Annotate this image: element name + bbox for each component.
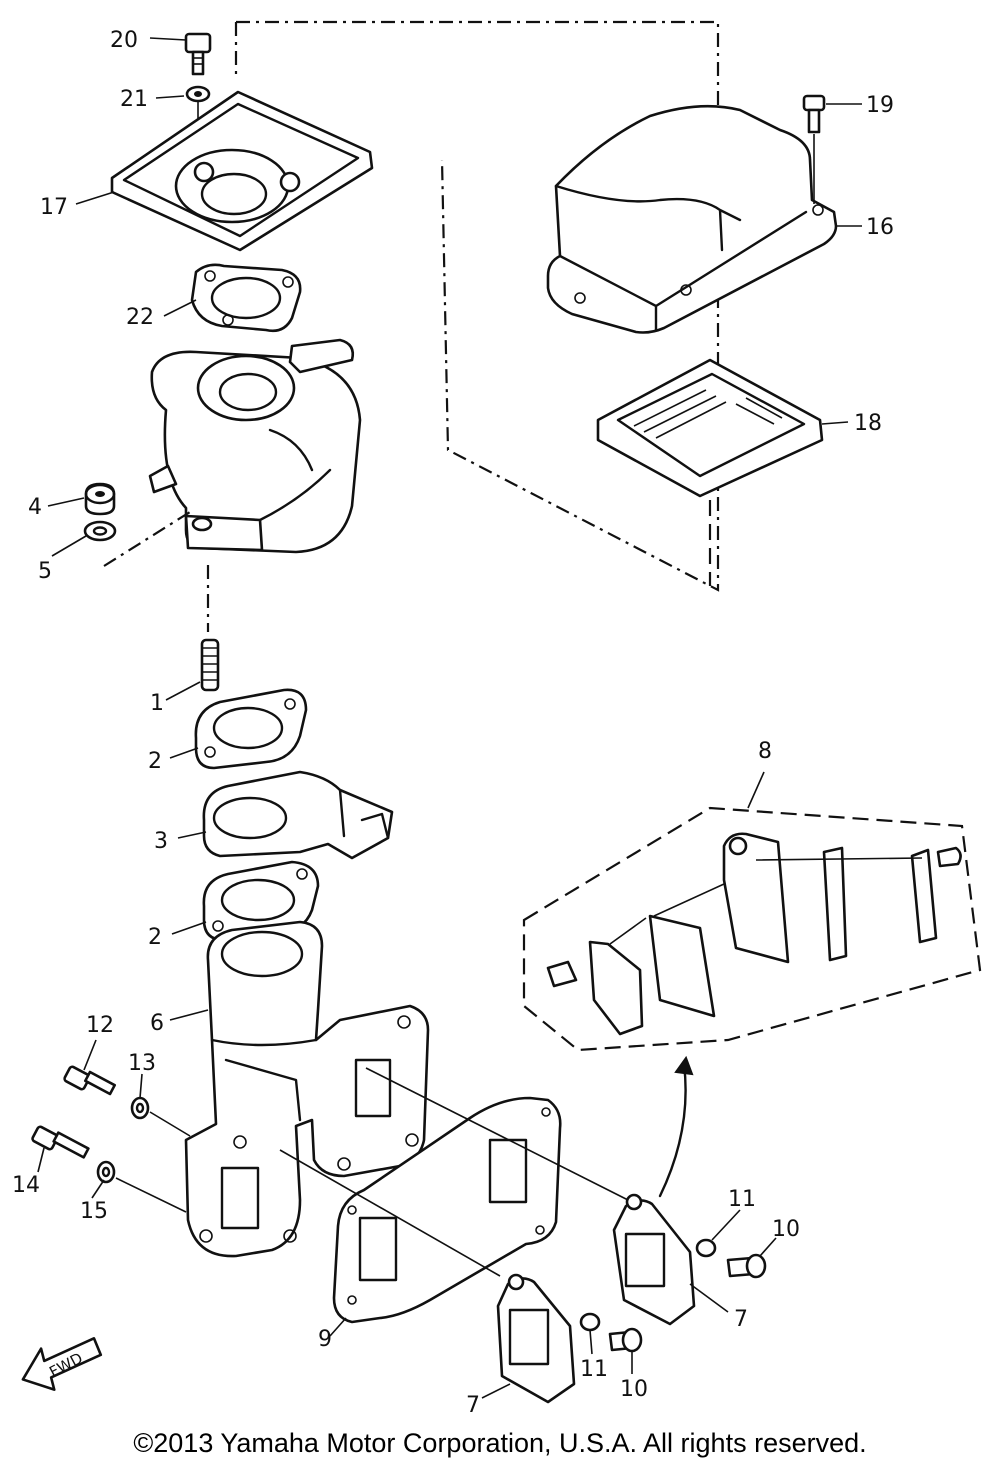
callout-20: 20 (110, 28, 138, 53)
callout-7-right: 7 (734, 1307, 748, 1332)
callout-11-right: 11 (728, 1187, 756, 1212)
part-12-bolt (63, 1065, 117, 1096)
callout-9: 9 (318, 1327, 332, 1352)
callout-12: 12 (86, 1013, 114, 1038)
callout-14: 14 (12, 1173, 40, 1198)
callout-22: 22 (126, 305, 154, 330)
part-5-washer (83, 520, 117, 542)
callout-10-left: 10 (620, 1377, 648, 1402)
callout-2-lower: 2 (148, 925, 162, 950)
exploded-parts-diagram: FWD 20 21 17 22 19 16 18 4 5 1 2 3 2 6 8… (12, 20, 982, 1418)
part-8-kit-outline (522, 806, 982, 1052)
part-17-base-plate (110, 90, 374, 252)
part-16-silencer-cover (546, 104, 838, 334)
fwd-arrow: FWD (21, 1337, 103, 1391)
callout-17: 17 (40, 195, 68, 220)
callout-10-right: 10 (772, 1217, 800, 1242)
callout-21: 21 (120, 87, 148, 112)
part-10-screw-left (608, 1327, 643, 1353)
callout-3: 3 (154, 829, 168, 854)
copyright-notice: ©2013 Yamaha Motor Corporation, U.S.A. A… (133, 1428, 867, 1458)
part-15-washer (96, 1160, 116, 1184)
callout-7-left: 7 (466, 1393, 480, 1418)
part-4-spacer (84, 482, 116, 516)
callout-1: 1 (150, 691, 164, 716)
part-3-bracket-plate (202, 770, 394, 860)
leader-lines (37, 37, 862, 1399)
callout-15: 15 (80, 1199, 108, 1224)
part-14-bolt (31, 1125, 90, 1159)
part-1-stud (200, 638, 220, 692)
callout-13: 13 (128, 1051, 156, 1076)
callout-4: 4 (28, 495, 42, 520)
callout-8: 8 (758, 739, 772, 764)
part-13-washer (130, 1096, 150, 1120)
part-2-gasket-lower (202, 860, 320, 942)
callout-5: 5 (38, 559, 52, 584)
callout-2-upper: 2 (148, 749, 162, 774)
callout-19: 19 (866, 93, 894, 118)
callout-16: 16 (866, 215, 894, 240)
part-7-reed-valve-left (496, 1273, 576, 1404)
part-20-bolt (184, 32, 212, 76)
callout-11-left: 11 (580, 1357, 608, 1382)
part-22-gasket (190, 263, 302, 333)
part-21-washer (185, 85, 211, 103)
part-11-washer-left (579, 1312, 601, 1332)
part-19-screw (802, 94, 826, 134)
carb-mount-line (103, 511, 191, 567)
part-7-reed-valve-right (612, 1193, 696, 1326)
callout-6: 6 (150, 1011, 164, 1036)
kit-arrow (658, 1062, 687, 1198)
part-8-reed-valve-assembly (546, 832, 962, 1036)
part-11-washer-right (695, 1238, 717, 1258)
part-10-screw-right (726, 1253, 767, 1279)
assembly-outline (234, 20, 720, 592)
carburetor (148, 338, 362, 554)
callout-18: 18 (854, 411, 882, 436)
part-18-filter-element (596, 358, 824, 498)
part-2-gasket-upper (194, 688, 308, 770)
